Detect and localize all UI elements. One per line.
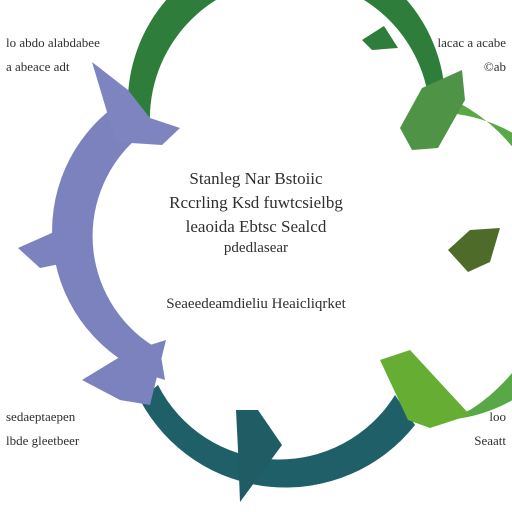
- cycle-segment-right: [428, 97, 512, 420]
- label-top-right-line1: lacac a acabe: [437, 35, 506, 50]
- cycle-segment-bottom: [140, 385, 415, 488]
- center-text-line1: Stanleg Nar Bstoiic: [189, 169, 323, 188]
- cycle-segment-top: [127, 0, 445, 125]
- label-bottom-left-line2: lbde gleetbeer: [6, 433, 80, 448]
- center-text-line3: leaoida Ebtsc Sealcd: [185, 217, 327, 236]
- arrowhead-right-mid: [448, 228, 500, 272]
- label-bottom-left-line1: sedaeptaepen: [6, 409, 76, 424]
- label-top-left-line2: a abeace adt: [6, 59, 70, 74]
- center-text-line5: Seaeedeamdieliu Heaicliqrket: [166, 296, 346, 312]
- arrowhead-left-mid: [18, 232, 70, 268]
- arrowhead-bottom-right: [380, 350, 470, 428]
- arrowhead-top-center: [362, 26, 398, 50]
- label-top-left-line1: lo abdo alabdabee: [6, 35, 100, 50]
- arrowhead-left-bottom: [82, 340, 166, 405]
- cycle-segment-left: [52, 110, 165, 380]
- label-bottom-right-line1: loo: [489, 409, 506, 424]
- arrowhead-left-top: [92, 62, 180, 145]
- label-bottom-right-line2: Seaatt: [474, 433, 506, 448]
- arrowhead-top-right: [400, 70, 465, 150]
- center-text-line2: Rccrling Ksd fuwtcsielbg: [169, 193, 343, 212]
- arrowhead-bottom: [236, 410, 282, 502]
- label-top-right-line2: ©ab: [483, 59, 506, 74]
- center-text-line4: pdedlasear: [223, 240, 289, 256]
